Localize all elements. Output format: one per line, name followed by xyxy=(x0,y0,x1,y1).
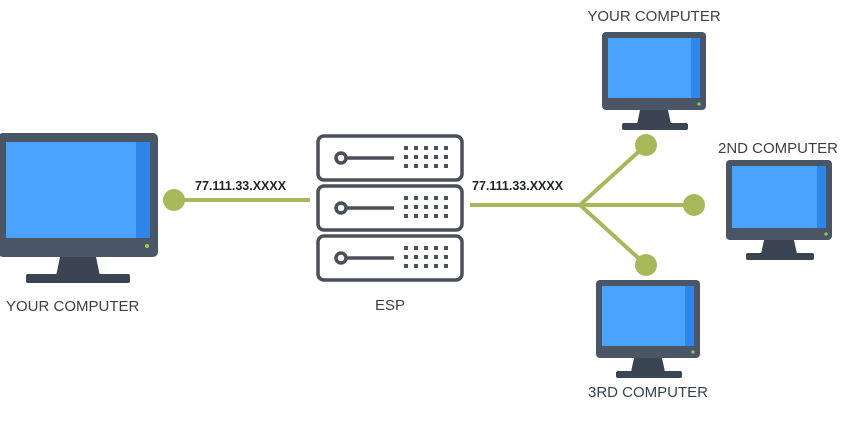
connector-lines xyxy=(174,143,694,267)
connector-dots xyxy=(163,134,705,276)
server-icon xyxy=(316,134,464,282)
left-ip-label: 77.111.33.XXXX xyxy=(195,179,287,193)
connector-dot-right xyxy=(683,194,705,216)
server-vents xyxy=(404,146,448,268)
line-hub-to-top xyxy=(578,143,648,207)
top-computer-label: YOUR COMPUTER xyxy=(587,8,721,25)
connector-dot-top xyxy=(635,134,657,156)
left-computer-label: YOUR COMPUTER xyxy=(6,298,140,315)
right-ip-label: 77.111.33.XXXX xyxy=(472,179,564,193)
right-computer-label: 2ND COMPUTER xyxy=(718,140,838,157)
top-computer-monitor-icon xyxy=(602,32,706,130)
bottom-computer-monitor-icon xyxy=(596,280,700,378)
line-hub-to-bottom xyxy=(578,203,648,267)
server-label: ESP xyxy=(375,297,405,314)
right-computer-monitor-icon xyxy=(726,160,832,260)
bottom-computer-label: 3RD COMPUTER xyxy=(588,384,708,401)
connector-dot-bottom xyxy=(635,254,657,276)
connector-dot-left xyxy=(163,189,185,211)
left-computer-monitor-icon xyxy=(0,133,158,283)
